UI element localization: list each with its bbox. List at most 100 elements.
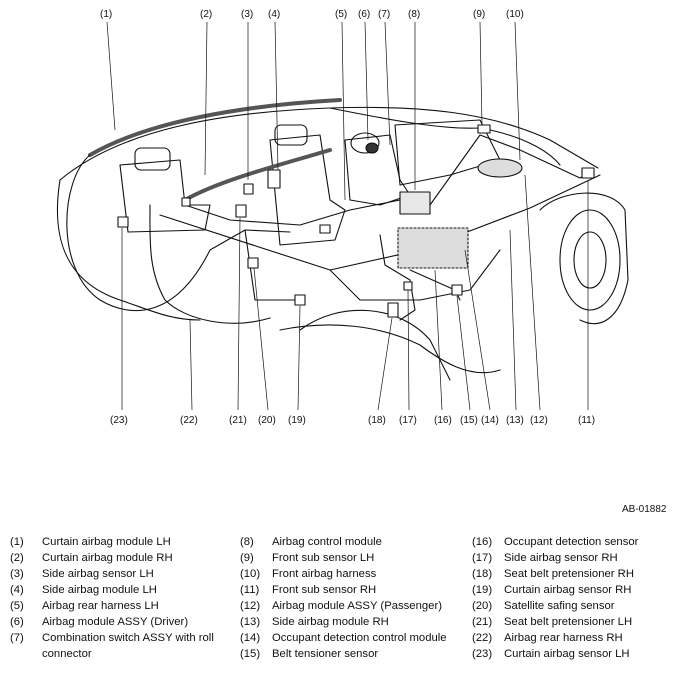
- legend-text: Side airbag module LH: [42, 584, 157, 596]
- legend-text: Occupant detection sensor: [504, 536, 639, 548]
- legend-column-2: (8)Airbag control module (9) Front sub se…: [240, 534, 447, 662]
- curtain-sensor-rh: [294, 294, 306, 306]
- vehicle-airbag-diagram: (1) (2) (3) (4) (5) (6) (7) (8) (9) (10)…: [56, 9, 629, 426]
- legend-item: (13)Side airbag module RH: [240, 614, 447, 630]
- callout-13: (13): [506, 415, 524, 426]
- legend-column-1: (1)Curtain airbag module LH (2)Curtain a…: [10, 534, 242, 662]
- legend-item: (17)Side airbag sensor RH: [472, 550, 638, 566]
- connector-b: [319, 224, 331, 234]
- legend-text: Airbag module ASSY (Driver): [42, 616, 189, 628]
- legend-number: (17): [472, 552, 493, 564]
- legend-text: Belt tensioner sensor: [272, 648, 379, 660]
- callout-21: (21): [229, 415, 247, 426]
- legend-item: (8)Airbag control module: [240, 534, 447, 550]
- callout-14: (14): [481, 415, 499, 426]
- callout-17: (17): [399, 415, 417, 426]
- legend-text: Front sub sensor RH: [272, 584, 377, 596]
- front-wheel: [559, 209, 621, 311]
- legend-item: (3) Side airbag sensor LH: [10, 566, 242, 582]
- car-side-outline: [159, 174, 601, 271]
- side-airbag-module-lh: [267, 169, 281, 189]
- front-headrest-left: [274, 124, 308, 146]
- legend-text: Curtain airbag module LH: [42, 536, 171, 548]
- legend-item: (14) Occupant detection control module: [240, 630, 447, 646]
- legend-text: Airbag module ASSY (Passenger): [272, 600, 442, 612]
- callout-22: (22): [180, 415, 198, 426]
- seat-belt-pretensioner-rh: [387, 302, 399, 318]
- legend-text: Airbag rear harness LH: [42, 600, 159, 612]
- callout-16: (16): [434, 415, 452, 426]
- harness-floor: [379, 234, 416, 321]
- harness-rear-lh: [66, 154, 291, 312]
- legend-item: (7) Combination switch ASSY with roll con…: [10, 630, 242, 662]
- legend-item: (12) Airbag module ASSY (Passenger): [240, 598, 447, 614]
- legend-item: (6) Airbag module ASSY (Driver): [10, 614, 242, 630]
- legend-number: (10): [240, 568, 261, 580]
- legend-text: Curtain airbag sensor LH: [504, 648, 630, 660]
- callout-6: (6): [358, 9, 370, 20]
- legend-item: (1)Curtain airbag module LH: [10, 534, 242, 550]
- connector-a: [181, 197, 191, 207]
- front-wheel-hub: [573, 231, 607, 289]
- legend-number: (6): [10, 616, 24, 628]
- legend-number: (5): [10, 600, 24, 612]
- front-fender: [539, 192, 629, 325]
- legend-text: Front sub sensor LH: [272, 552, 375, 564]
- legend-number: (7): [10, 632, 24, 644]
- legend-number: (21): [472, 616, 493, 628]
- legend-item: (20)Satellite safing sensor: [472, 598, 638, 614]
- callouts-top: (1) (2) (3) (4) (5) (6) (7) (8) (9) (10): [100, 9, 524, 20]
- legend-number: (15): [240, 648, 261, 660]
- car-body-left-outline: [149, 204, 271, 324]
- legend-column-3: (16) Occupant detection sensor (17)Side a…: [472, 534, 638, 662]
- callout-23: (23): [110, 415, 128, 426]
- legend-item: (16) Occupant detection sensor: [472, 534, 638, 550]
- rear-seat: [119, 159, 211, 233]
- legend-text: Seat belt pretensioner LH: [504, 616, 633, 628]
- legend-item: (23) Curtain airbag sensor LH: [472, 646, 638, 662]
- legend-number: (14): [240, 632, 261, 644]
- callout-4: (4): [268, 9, 280, 20]
- harness-rear-rh: [184, 199, 401, 226]
- callout-9: (9): [473, 9, 485, 20]
- legend-text: Satellite safing sensor: [504, 600, 615, 612]
- legend-number: (12): [240, 600, 261, 612]
- legend-text: Airbag rear harness RH: [504, 632, 623, 644]
- car-rear-outline: [56, 179, 201, 321]
- legend-number: (8): [240, 536, 254, 548]
- callout-10: (10): [506, 9, 524, 20]
- callout-7: (7): [378, 9, 390, 20]
- side-sensor-lh: [243, 183, 254, 195]
- legend-number: (11): [240, 584, 260, 596]
- steering-wheel: [350, 132, 380, 154]
- legend-number: (4): [10, 584, 24, 596]
- legend-text: Occupant detection control module: [272, 632, 447, 644]
- legend-item: (18) Seat belt pretensioner RH: [472, 566, 638, 582]
- legend-number: (23): [472, 648, 493, 660]
- legend-number: (18): [472, 568, 493, 580]
- legend-number: (16): [472, 536, 493, 548]
- legend-item: (9) Front sub sensor LH: [240, 550, 447, 566]
- callout-3: (3): [241, 9, 253, 20]
- seat-belt-pretensioner-lh: [235, 204, 247, 218]
- legend-item: (2)Curtain airbag module RH: [10, 550, 242, 566]
- harness-a: [244, 229, 301, 301]
- callouts-bottom: (23) (22) (21) (20) (19) (18) (17) (16) …: [110, 415, 595, 426]
- legend-text: Side airbag sensor LH: [42, 568, 154, 580]
- legend-item: (5) Airbag rear harness LH: [10, 598, 242, 614]
- legend-item: (19)Curtain airbag sensor RH: [472, 582, 638, 598]
- satellite-safing-sensor: [247, 257, 259, 269]
- callout-20: (20): [258, 415, 276, 426]
- legend-item: (15) Belt tensioner sensor: [240, 646, 447, 662]
- legend-number: (9): [240, 552, 254, 564]
- legend-number: (19): [472, 584, 493, 596]
- rear-headrest: [134, 147, 171, 171]
- legend-item: (10)Front airbag harness: [240, 566, 447, 582]
- legend-text: Seat belt pretensioner RH: [504, 568, 634, 580]
- legend-number: (3): [10, 568, 24, 580]
- front-sub-sensor-lh: [477, 124, 491, 134]
- side-sensor-rh: [403, 281, 413, 291]
- front-sub-sensor-rh: [581, 167, 595, 179]
- legend-text: Combination switch ASSY with roll connec…: [42, 632, 214, 660]
- occupant-detection-sensor-area: [397, 227, 469, 269]
